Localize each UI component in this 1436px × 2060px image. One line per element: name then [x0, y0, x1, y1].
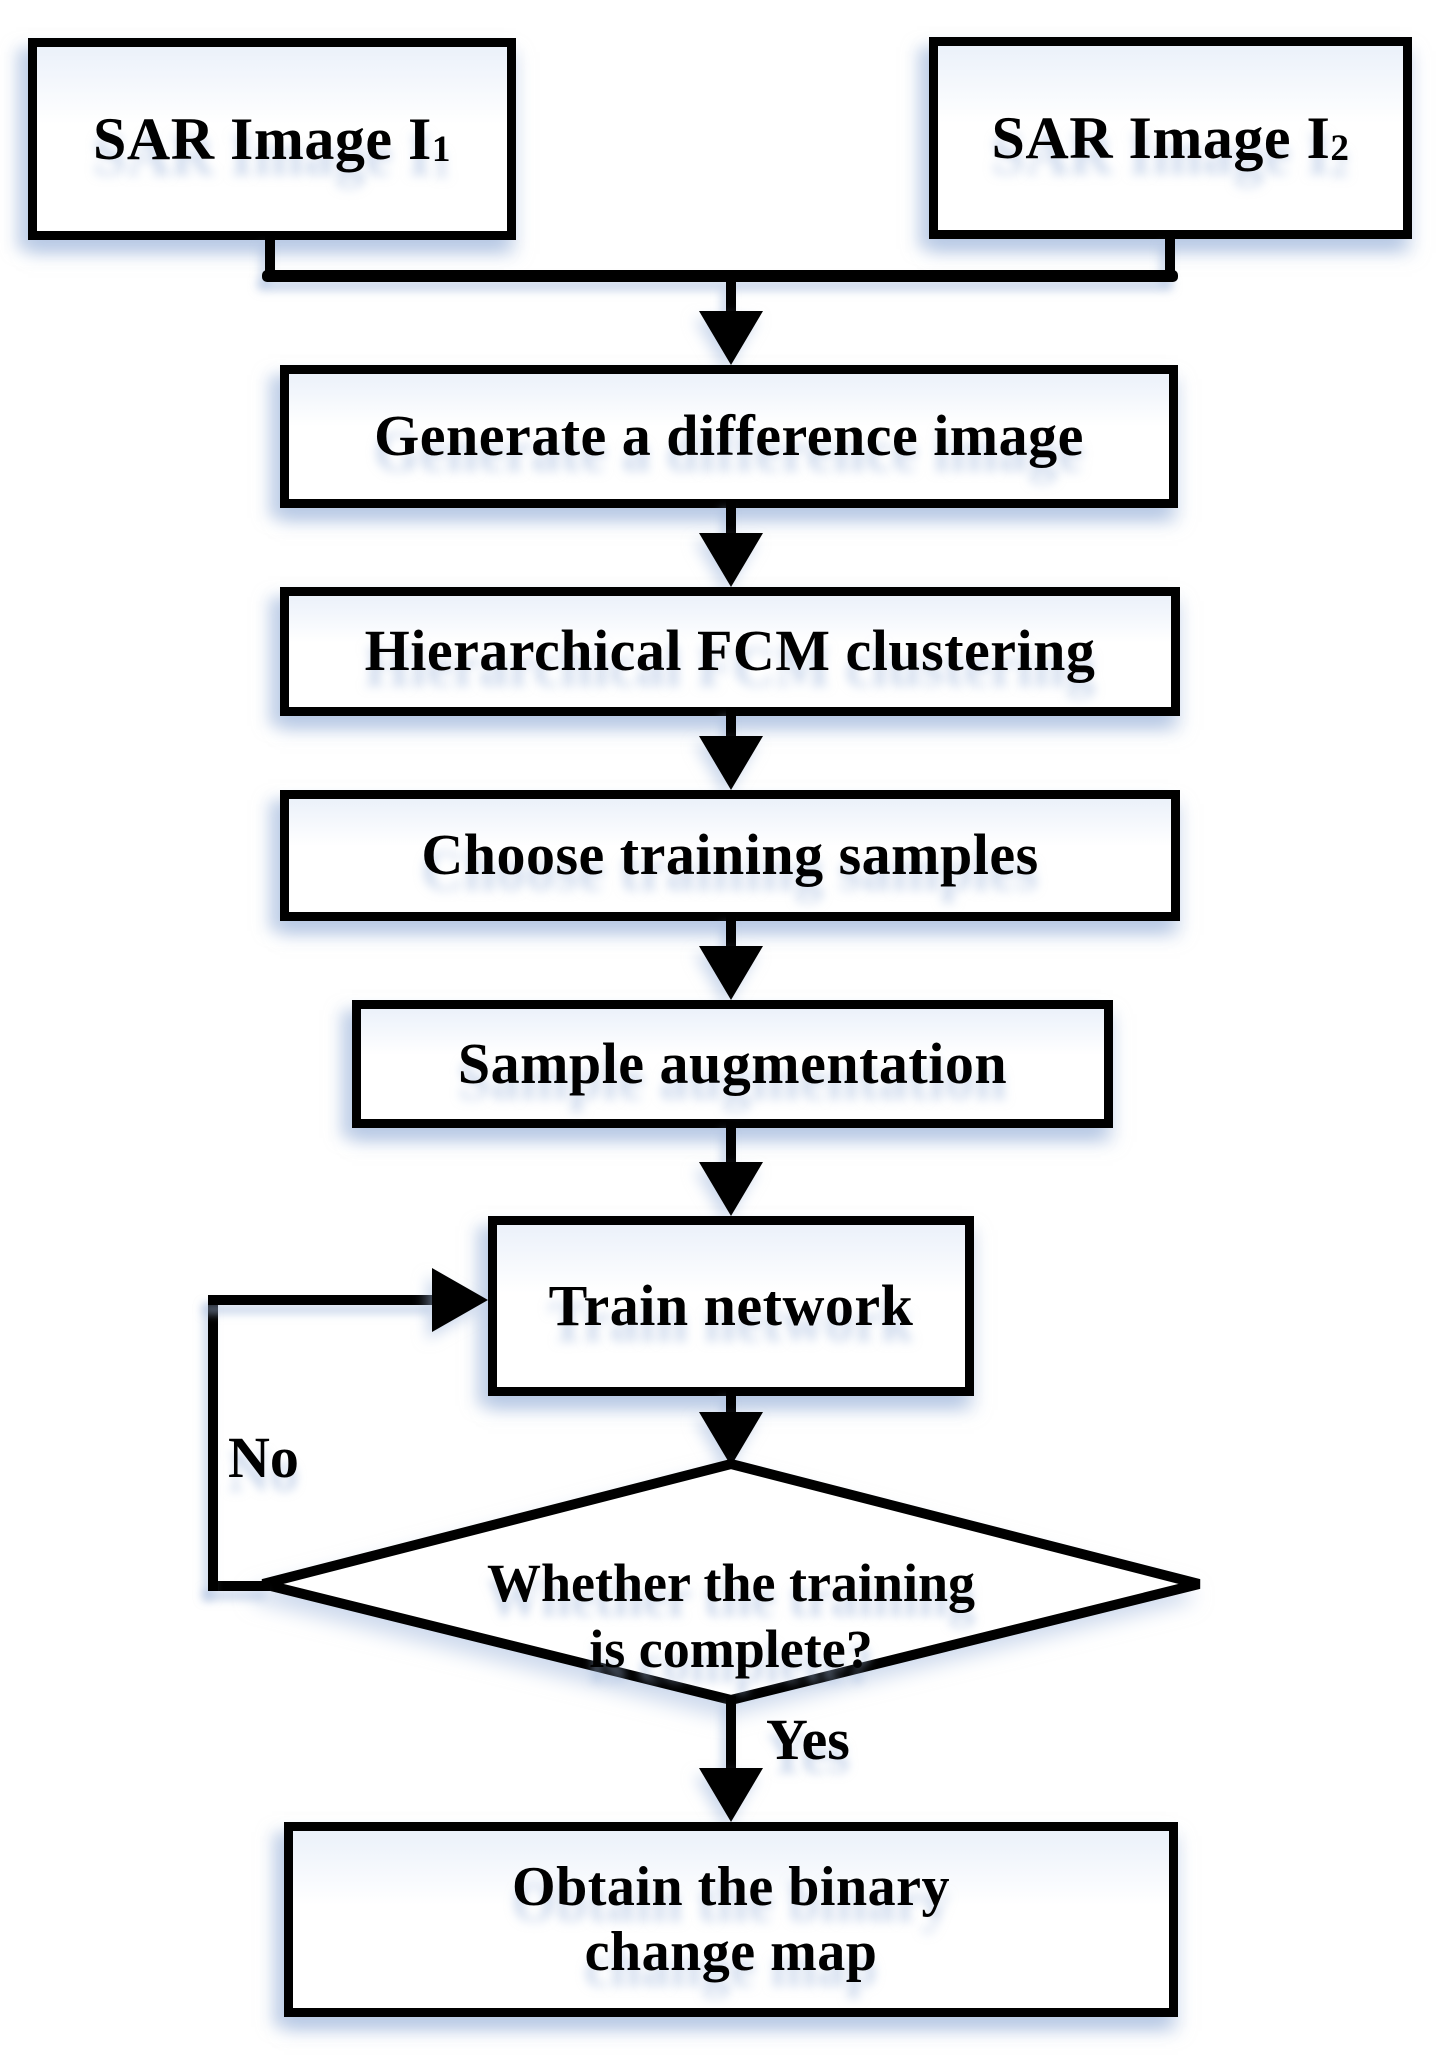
- node-label-text: SAR Image I: [93, 105, 432, 172]
- edge-arrowhead-to-decision: [699, 1412, 763, 1466]
- obtain-line-1: Obtain the binary: [512, 1856, 950, 1919]
- node-label: Generate a difference image: [374, 403, 1084, 469]
- decision-line-2: is complete?: [589, 1619, 873, 1679]
- node-sar-image-2: SAR Image I2: [929, 37, 1412, 239]
- edge-label-no: No: [228, 1425, 299, 1490]
- edge-arrowhead-to-fcm: [699, 533, 763, 587]
- edge-drop-from-sar2: [1165, 236, 1175, 276]
- node-label: Sample augmentation: [457, 1030, 1008, 1096]
- edge-arrowhead-to-train-loop: [432, 1268, 488, 1332]
- edge-shaft-to-sample: [726, 915, 736, 950]
- edge-shaft-to-decision: [726, 1390, 736, 1416]
- edge-arrowhead-to-sample: [699, 946, 763, 1000]
- node-label: Whether the training is complete?: [331, 1550, 1131, 1682]
- node-label-text: SAR Image I: [991, 104, 1331, 171]
- edge-arrowhead-to-train: [699, 1162, 763, 1216]
- node-label: SAR Image I2: [992, 104, 1350, 173]
- edge-arrowhead-to-choose: [699, 736, 763, 790]
- obtain-line-2: change map: [584, 1920, 878, 1983]
- node-hierarchical-fcm-clustering: Hierarchical FCM clustering: [280, 587, 1180, 716]
- node-label-subscript: 1: [431, 128, 451, 170]
- edge-arrowhead-to-generate: [699, 311, 763, 365]
- node-label: Choose training samples: [421, 822, 1039, 888]
- node-label: Train network: [548, 1272, 914, 1338]
- edge-shaft-to-choose: [726, 708, 736, 740]
- edge-shaft-to-train: [726, 1122, 736, 1166]
- edge-label-yes: Yes: [766, 1707, 850, 1772]
- edge-no-vertical: [208, 1295, 218, 1591]
- edge-arrowhead-to-obtain: [699, 1768, 763, 1822]
- node-obtain-binary-change-map: Obtain the binary change map: [284, 1822, 1178, 2017]
- edge-drop-from-sar1: [265, 236, 275, 276]
- node-label: Hierarchical FCM clustering: [364, 618, 1096, 684]
- node-choose-training-samples: Choose training samples: [280, 790, 1180, 921]
- edge-shaft-to-fcm: [726, 500, 736, 538]
- edge-shaft-to-generate: [726, 280, 736, 314]
- edge-no-stub: [208, 1581, 270, 1591]
- node-label: SAR Image I1: [93, 105, 451, 174]
- node-label-subscript: 2: [1330, 127, 1350, 169]
- node-label: Obtain the binary change map: [512, 1855, 950, 1984]
- edge-merge-bar: [262, 270, 1178, 282]
- node-generate-difference-image: Generate a difference image: [280, 365, 1178, 508]
- decision-line-1: Whether the training: [487, 1553, 975, 1613]
- node-sample-augmentation: Sample augmentation: [352, 1000, 1113, 1128]
- edge-no-return: [208, 1295, 436, 1305]
- edge-shaft-yes: [726, 1696, 736, 1772]
- node-train-network: Train network: [488, 1216, 974, 1396]
- node-sar-image-1: SAR Image I1: [28, 38, 516, 240]
